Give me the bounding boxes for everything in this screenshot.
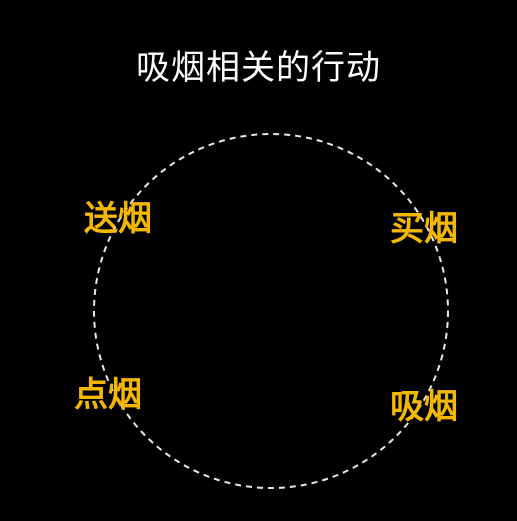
action-label-light: 点烟	[74, 375, 142, 415]
diagram-title: 吸烟相关的行动	[136, 48, 381, 88]
action-label-buy: 买烟	[390, 209, 458, 249]
action-label-smoke: 吸烟	[390, 387, 458, 427]
dashed-circle	[93, 133, 449, 489]
action-label-send: 送烟	[84, 199, 152, 239]
